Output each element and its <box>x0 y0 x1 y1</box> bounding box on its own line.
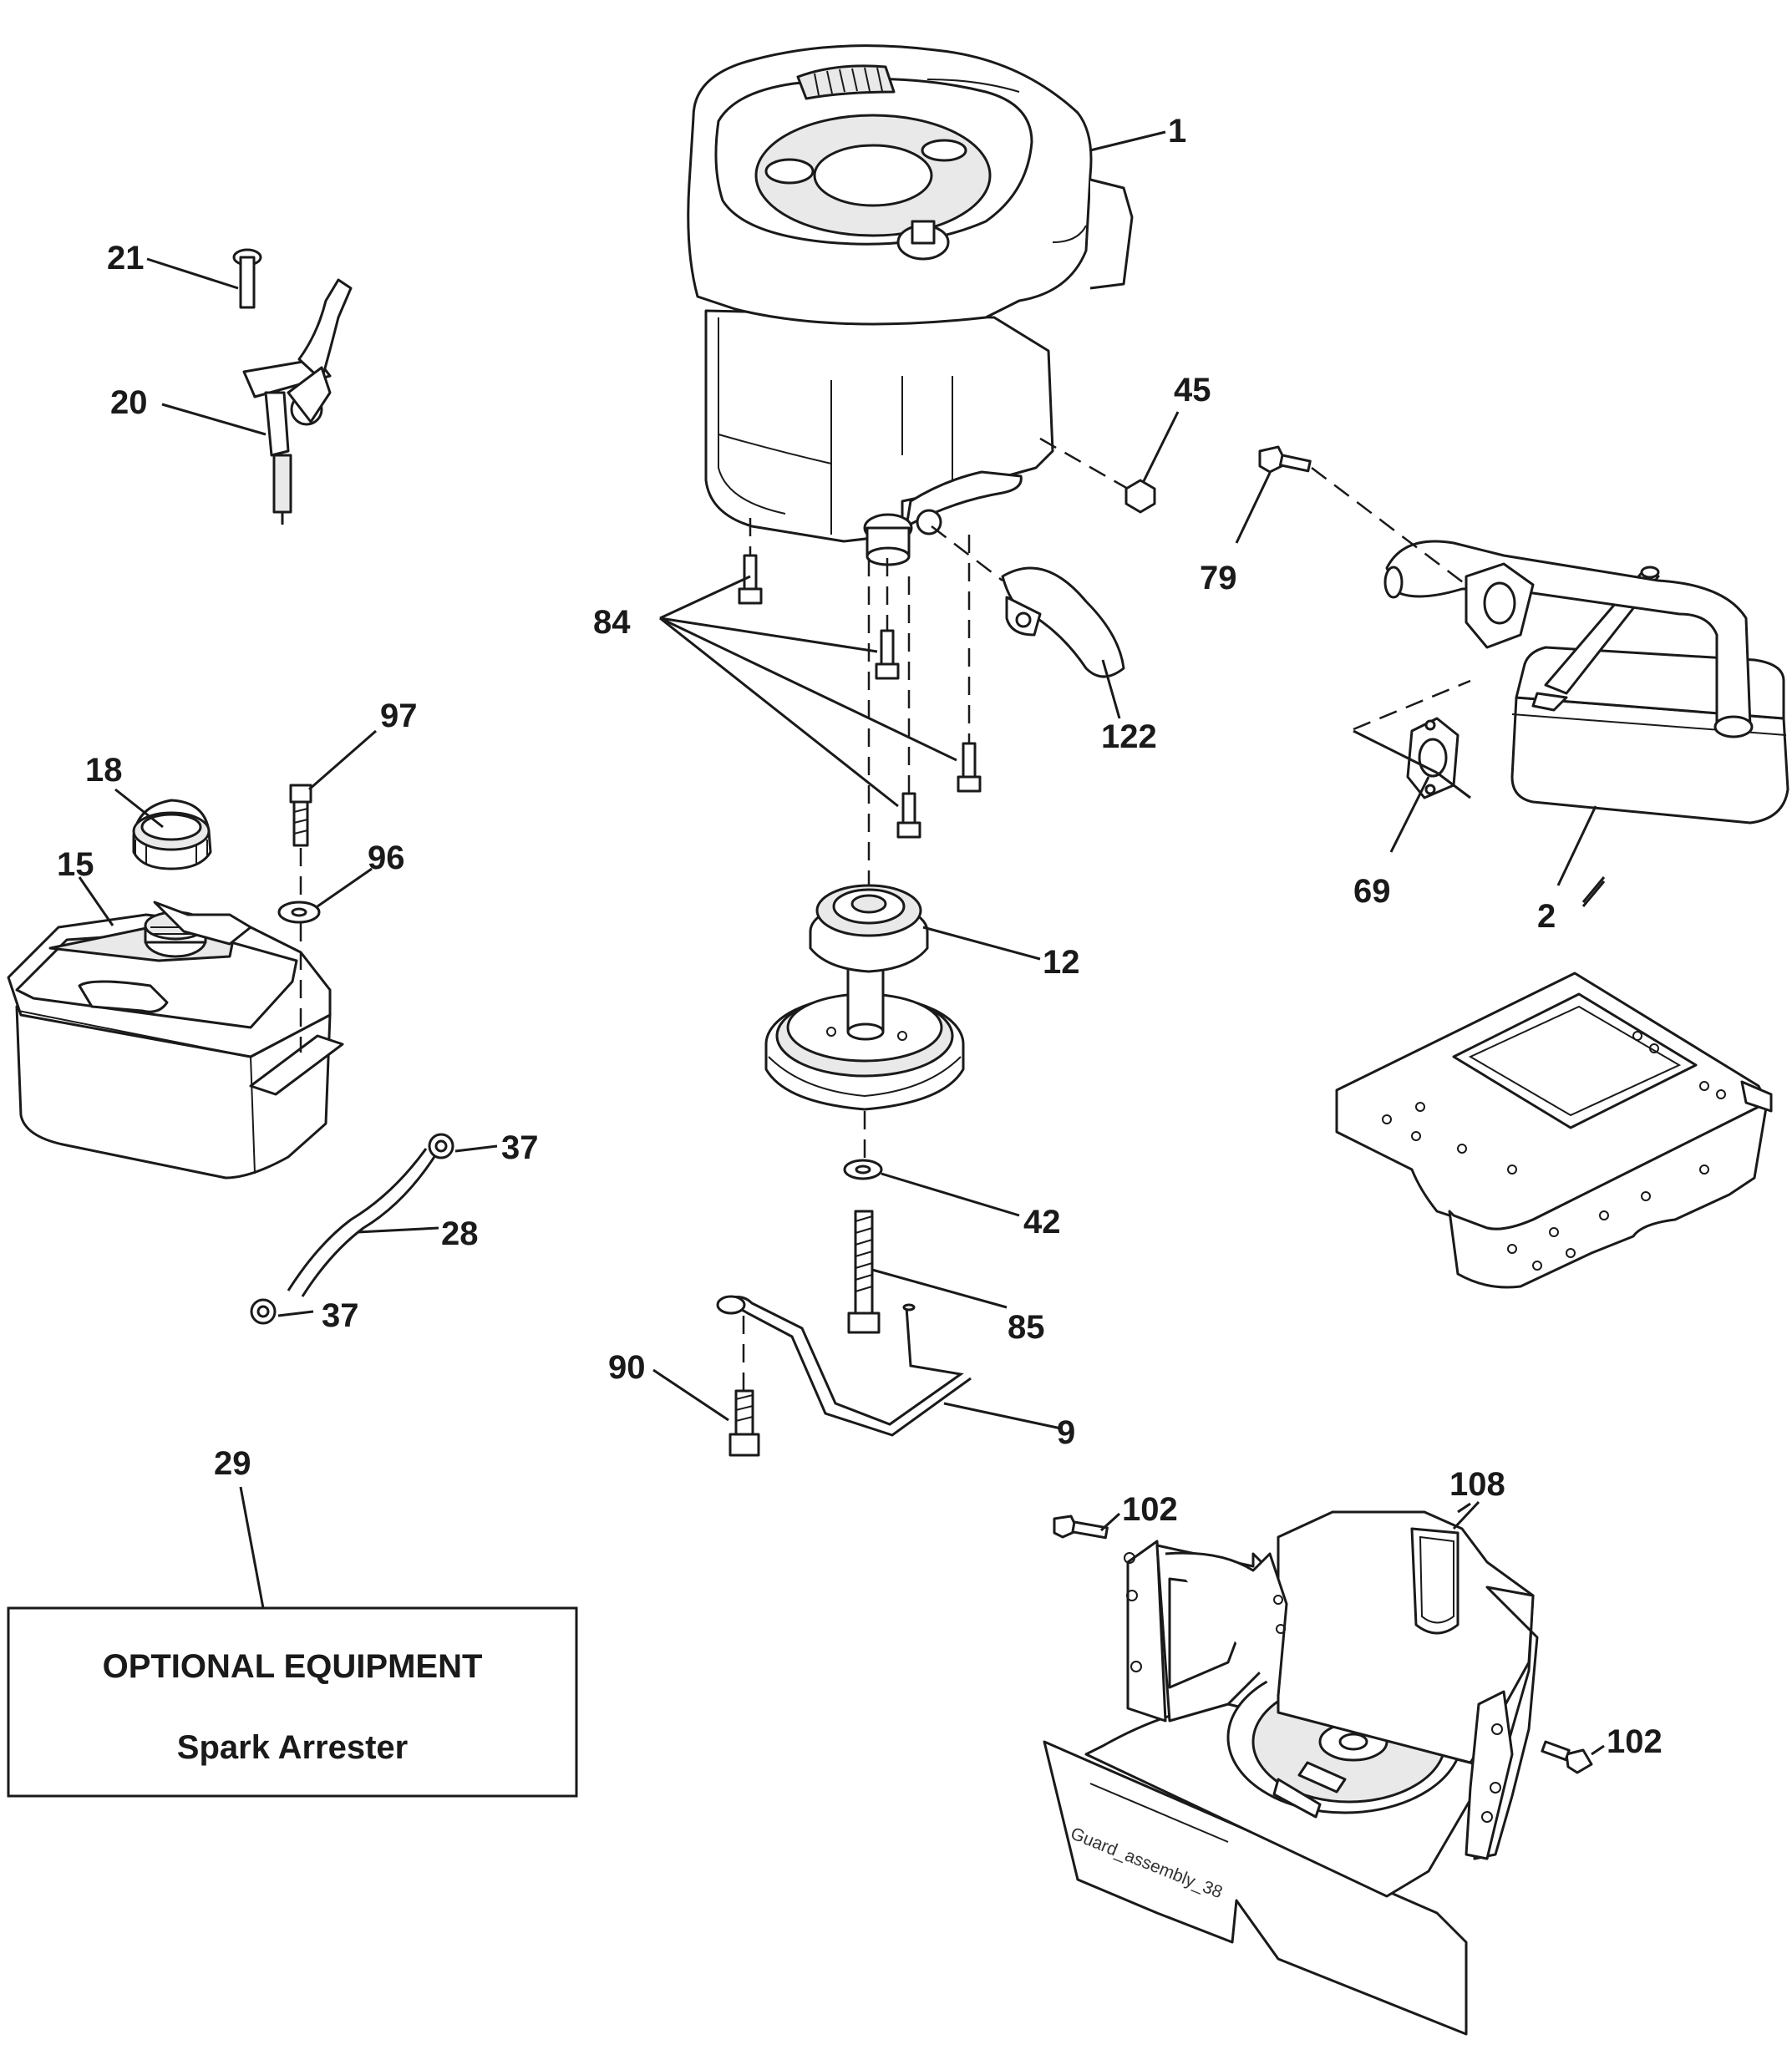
throttle-control-part-20 <box>242 278 353 525</box>
optional-equipment-box <box>7 1606 578 1798</box>
callout-18: 18 <box>85 752 123 789</box>
callout-84: 84 <box>593 604 631 641</box>
callout-9: 9 <box>1057 1414 1075 1451</box>
callout-42: 42 <box>1023 1204 1061 1241</box>
callout-108: 108 <box>1449 1466 1505 1503</box>
callout-28: 28 <box>441 1215 479 1252</box>
callout-122: 122 <box>1101 718 1157 755</box>
callout-12: 12 <box>1043 944 1080 981</box>
fuel-line-part-28 <box>287 1148 439 1297</box>
callout-45: 45 <box>1174 372 1211 408</box>
callout-20: 20 <box>110 384 148 421</box>
optional-equipment-title: OPTIONAL EQUIPMENT <box>103 1648 483 1685</box>
callout-79: 79 <box>1200 560 1237 596</box>
callout-97: 97 <box>380 698 418 734</box>
callout-96: 96 <box>368 840 405 876</box>
callout-2: 2 <box>1537 898 1556 935</box>
bolt-part-90 <box>728 1389 760 1457</box>
callout-37-top: 37 <box>501 1129 539 1166</box>
heat-shield-part-122 <box>1001 566 1125 678</box>
callout-102-top: 102 <box>1122 1491 1178 1528</box>
bolts-part-84 <box>738 554 982 839</box>
pulley-part-12 <box>764 884 965 1111</box>
fuel-cap-part-18 <box>132 799 212 870</box>
washer-part-96 <box>277 901 321 924</box>
bolt-part-85 <box>847 1210 881 1334</box>
callout-29: 29 <box>214 1445 251 1482</box>
callout-69: 69 <box>1353 873 1391 910</box>
screw-part-21 <box>232 248 262 309</box>
washer-part-42 <box>843 1159 883 1180</box>
muffler-part-2 <box>1383 540 1789 825</box>
callout-90: 90 <box>608 1349 646 1386</box>
clamp-part-37-bottom <box>250 1298 277 1325</box>
engine-mount-plate <box>1335 972 1773 1289</box>
screw-part-79 <box>1258 445 1312 474</box>
screw-part-102-top <box>1053 1515 1109 1540</box>
callout-85: 85 <box>1008 1309 1045 1346</box>
rod-part-9 <box>716 1295 972 1437</box>
callout-37-bottom: 37 <box>322 1297 359 1334</box>
fuel-tank-part-15 <box>7 901 344 1180</box>
gasket-part-69 <box>1406 717 1459 799</box>
callout-15: 15 <box>57 846 94 883</box>
screw-part-102-right <box>1541 1740 1593 1774</box>
guard-assembly-part-108 <box>1043 1510 1539 2036</box>
callout-102-right: 102 <box>1607 1723 1663 1760</box>
optional-equipment-item: Spark Arrester <box>177 1729 408 1766</box>
bolt-part-97 <box>289 784 312 847</box>
callout-21: 21 <box>107 240 145 277</box>
engine-part-1 <box>687 44 1134 566</box>
clamp-part-37-top <box>428 1133 454 1159</box>
callout-1: 1 <box>1168 113 1186 150</box>
nut-part-45 <box>1124 479 1156 514</box>
